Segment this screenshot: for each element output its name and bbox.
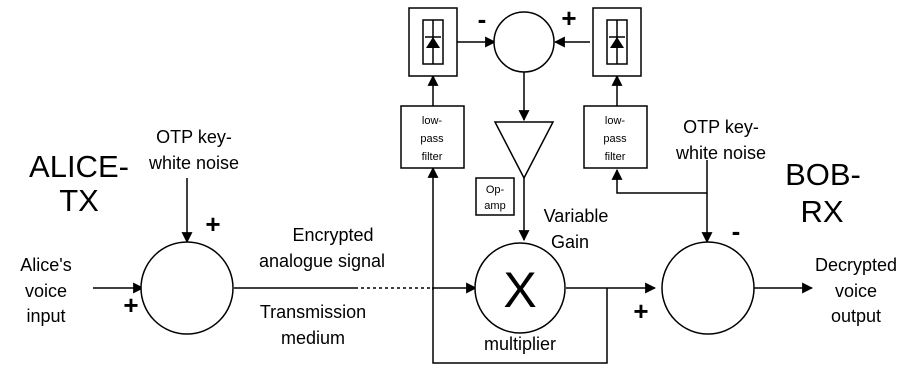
bob-summer bbox=[661, 241, 755, 335]
filter-left-line1: low- bbox=[422, 115, 443, 127]
op-amp-label-line2: amp bbox=[484, 200, 505, 212]
bob-output-line1: Decrypted bbox=[815, 255, 897, 275]
bob-noise-sign: - bbox=[732, 216, 741, 246]
bob-noise-line1: OTP key- bbox=[683, 117, 759, 137]
low-pass-filter-left-box bbox=[400, 105, 465, 169]
bob-title-line2: RX bbox=[800, 194, 843, 229]
alice-input-line2: voice bbox=[25, 281, 67, 301]
low-pass-filter-right-box bbox=[583, 105, 648, 169]
multiplier-symbol: X bbox=[503, 262, 536, 318]
op-amp-label-line1: Op- bbox=[486, 184, 505, 196]
bob-title-line1: BOB- bbox=[785, 157, 861, 192]
filter-right-line3: filter bbox=[605, 151, 626, 163]
bob-signal-sign: + bbox=[633, 296, 648, 326]
op-amp-label-box bbox=[475, 177, 515, 216]
alice-input-sign: + bbox=[123, 290, 138, 320]
comparator-plus-sign: + bbox=[561, 3, 576, 33]
filter-right-line2: pass bbox=[603, 133, 627, 145]
medium-label-line1: Transmission bbox=[260, 302, 366, 322]
alice-title-line2: TX bbox=[59, 183, 99, 218]
alice-summer bbox=[140, 241, 234, 335]
gain-label-line2: Gain bbox=[551, 232, 589, 252]
alice-noise-sign: + bbox=[205, 209, 220, 239]
gain-label-line1: Variable bbox=[544, 206, 609, 226]
alice-input-line1: Alice's bbox=[20, 255, 71, 275]
signal-label-line2: analogue signal bbox=[259, 251, 385, 271]
alice-noise-line1: OTP key- bbox=[156, 127, 232, 147]
filter-right-line1: low- bbox=[605, 115, 626, 127]
comparator-circle bbox=[493, 11, 555, 73]
multiplier-circle bbox=[474, 242, 566, 334]
comparator-minus-sign: - bbox=[478, 4, 487, 34]
connection-lines bbox=[93, 36, 814, 364]
bob-output-line2: voice bbox=[835, 281, 877, 301]
bob-noise-line2: white noise bbox=[675, 143, 766, 163]
alice-noise-line2: white noise bbox=[148, 153, 239, 173]
signal-label-line1: Encrypted bbox=[292, 225, 373, 245]
rectifier-left bbox=[408, 7, 458, 77]
alice-title-line1: ALICE- bbox=[29, 149, 129, 184]
alice-input-line3: input bbox=[26, 306, 65, 326]
multiplier-label: multiplier bbox=[484, 334, 556, 354]
rectifier-right bbox=[592, 7, 642, 77]
op-amp-triangle bbox=[493, 121, 555, 180]
filter-left-line3: filter bbox=[422, 151, 443, 163]
bob-output-line3: output bbox=[831, 306, 881, 326]
filter-left-line2: pass bbox=[420, 133, 444, 145]
medium-label-line2: medium bbox=[281, 328, 345, 348]
